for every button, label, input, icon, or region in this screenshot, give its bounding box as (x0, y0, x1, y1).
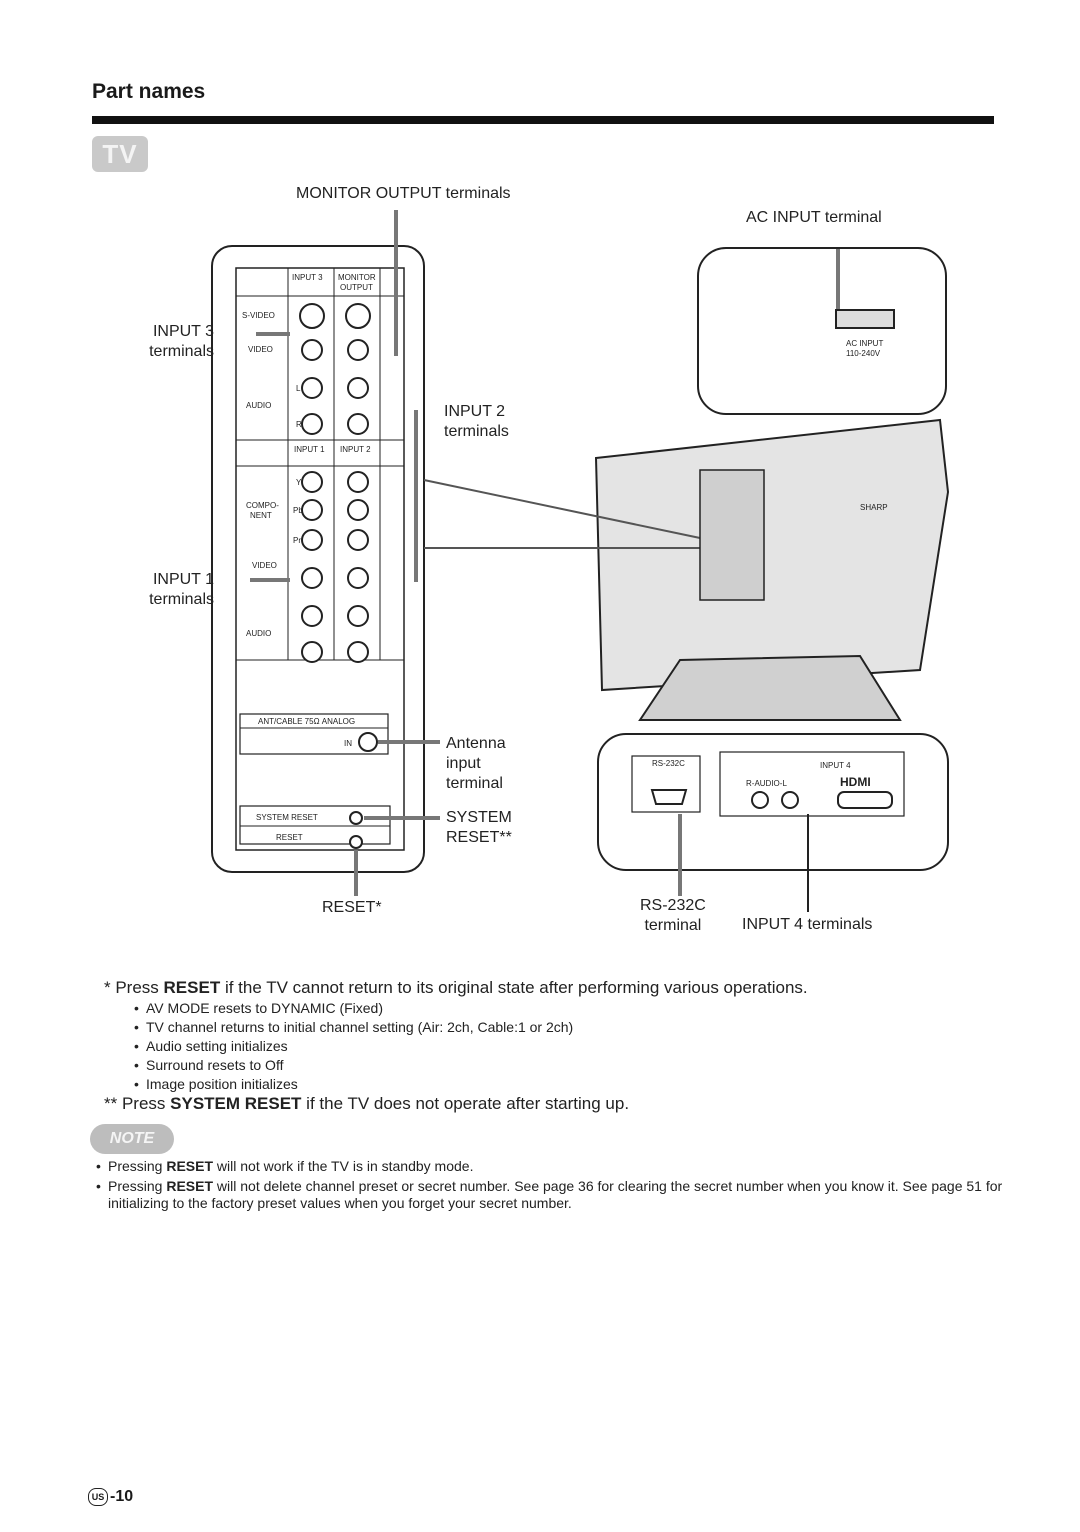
tv-badge: TV (92, 136, 148, 172)
rs232c-callout-line1: RS-232C (640, 897, 706, 914)
footnotes: * Press RESET if the TV cannot return to… (104, 978, 1004, 1115)
rs232c-small-label: RS-232C (652, 759, 685, 768)
jack-circles (299, 303, 378, 849)
tv-rear-illustration (423, 418, 950, 721)
panel-audio-label: AUDIO (246, 401, 271, 410)
reset-footnote: * Press RESET if the TV cannot return to… (104, 978, 1004, 998)
list-item: AV MODE resets to DYNAMIC (Fixed) (134, 1000, 1004, 1017)
ac-input-inset (697, 247, 947, 415)
input1-callout-line1: INPUT 1 (152, 571, 214, 588)
panel-output-label: OUTPUT (340, 283, 373, 292)
system-footnote-text: if the TV does not operate after startin… (301, 1094, 630, 1114)
page-number: US-10 (88, 1488, 133, 1506)
list-item: Pressing RESET will not delete channel p… (96, 1178, 1006, 1213)
list-item: Surround resets to Off (134, 1057, 1004, 1074)
input1-callout: INPUT 1 terminals (124, 570, 214, 610)
panel-input1-label: INPUT 1 (294, 445, 325, 454)
panel-monitor-label: MONITOR (338, 273, 376, 282)
jack-pr-label: Pr (293, 536, 301, 545)
system-footnote-bold: SYSTEM RESET (170, 1094, 302, 1114)
note-prefix: Pressing (108, 1158, 167, 1174)
panel-video2-label: VIDEO (252, 561, 277, 570)
region-icon: US (88, 1488, 108, 1506)
input4-callout: INPUT 4 terminals (742, 916, 873, 933)
panel-input3-label: INPUT 3 (292, 273, 323, 282)
reset-effects-list: AV MODE resets to DYNAMIC (Fixed) TV cha… (104, 1000, 1004, 1092)
input1-callout-line2: terminals (149, 591, 214, 608)
list-item: TV channel returns to initial channel se… (134, 1019, 1004, 1036)
panel-audio2-label: AUDIO (246, 629, 271, 638)
list-item: Image position initializes (134, 1076, 1004, 1093)
rs232c-callout: RS-232C terminal (640, 896, 706, 936)
callout-leaders (250, 210, 840, 896)
panel-input2-label: INPUT 2 (340, 445, 371, 454)
side-panel-illustration (211, 245, 425, 873)
note-badge: NOTE (90, 1124, 174, 1154)
title-rule (92, 116, 994, 124)
list-item: Audio setting initializes (134, 1038, 1004, 1055)
monitor-output-callout: MONITOR OUTPUT terminals (296, 185, 511, 202)
input2-callout-line1: INPUT 2 (444, 403, 506, 420)
ac-volts-label: 110-240V (846, 349, 881, 358)
reset-footnote-bold: RESET (163, 978, 221, 997)
system-reset-callout: SYSTEM RESET** (446, 808, 512, 848)
antenna-callout: Antenna input terminal (446, 734, 506, 794)
list-item: Pressing RESET will not work if the TV i… (96, 1158, 1006, 1176)
jack-r-label: R (296, 420, 302, 429)
system-reset-footnote: ** Press SYSTEM RESET if the TV does not… (104, 1094, 1004, 1114)
system-reset-callout-line1: SYSTEM (446, 809, 512, 826)
hdmi-logo: HDMI (840, 775, 871, 789)
section-title: Part names (92, 80, 206, 103)
panel-nent-label: NENT (250, 511, 272, 520)
panel-component-label: COMPO- (246, 501, 279, 510)
panel-system-reset-label: SYSTEM RESET (256, 813, 318, 822)
note-bold: RESET (166, 1177, 214, 1194)
note-bold: RESET (166, 1158, 214, 1174)
raudiol-small-label: R-AUDIO-L (746, 779, 787, 788)
panel-reset-label: RESET (276, 833, 303, 842)
input2-callout-line2: terminals (444, 423, 509, 440)
system-footnote-prefix: ** Press (104, 1094, 171, 1114)
jack-y-label: Y (296, 478, 302, 487)
panel-video-label: VIDEO (248, 345, 273, 354)
input3-callout: INPUT 3 terminals (124, 322, 214, 362)
terminal-diagram: INPUT 3 MONITOR OUTPUT S-VIDEO VIDEO AUD… (211, 210, 950, 912)
jack-l-label: L (296, 384, 301, 393)
page-number-text: -10 (110, 1488, 134, 1506)
ac-input-small-label: AC INPUT (846, 339, 883, 348)
input3-callout-line1: INPUT 3 (152, 323, 214, 340)
note-text: will not work if the TV is in standby mo… (213, 1158, 474, 1174)
reset-footnote-prefix: * Press (104, 978, 164, 997)
rs232c-callout-line2: terminal (644, 917, 702, 934)
panel-in-label: IN (344, 739, 352, 748)
reset-callout: RESET* (322, 899, 382, 916)
input3-callout-line2: terminals (149, 343, 214, 360)
input2-callout: INPUT 2 terminals (444, 402, 509, 442)
system-reset-callout-line2: RESET** (446, 829, 512, 846)
input4-small-label: INPUT 4 (820, 761, 851, 770)
antenna-callout-line1: Antenna (446, 735, 506, 752)
panel-ant-label: ANT/CABLE 75Ω ANALOG (258, 717, 355, 726)
bottom-terminal-inset (597, 733, 949, 912)
antenna-callout-line2: input (446, 755, 481, 772)
ac-input-callout: AC INPUT terminal (746, 209, 882, 226)
jack-pb-label: Pb (293, 506, 303, 515)
brand-label: SHARP (860, 503, 888, 512)
note-prefix: Pressing (108, 1177, 167, 1194)
note-text: will not delete channel preset or secret… (108, 1177, 1003, 1212)
antenna-callout-line3: terminal (446, 775, 503, 792)
reset-footnote-text: if the TV cannot return to its original … (220, 978, 808, 997)
note-list: Pressing RESET will not work if the TV i… (96, 1158, 1006, 1215)
panel-svideo-label: S-VIDEO (242, 311, 275, 320)
